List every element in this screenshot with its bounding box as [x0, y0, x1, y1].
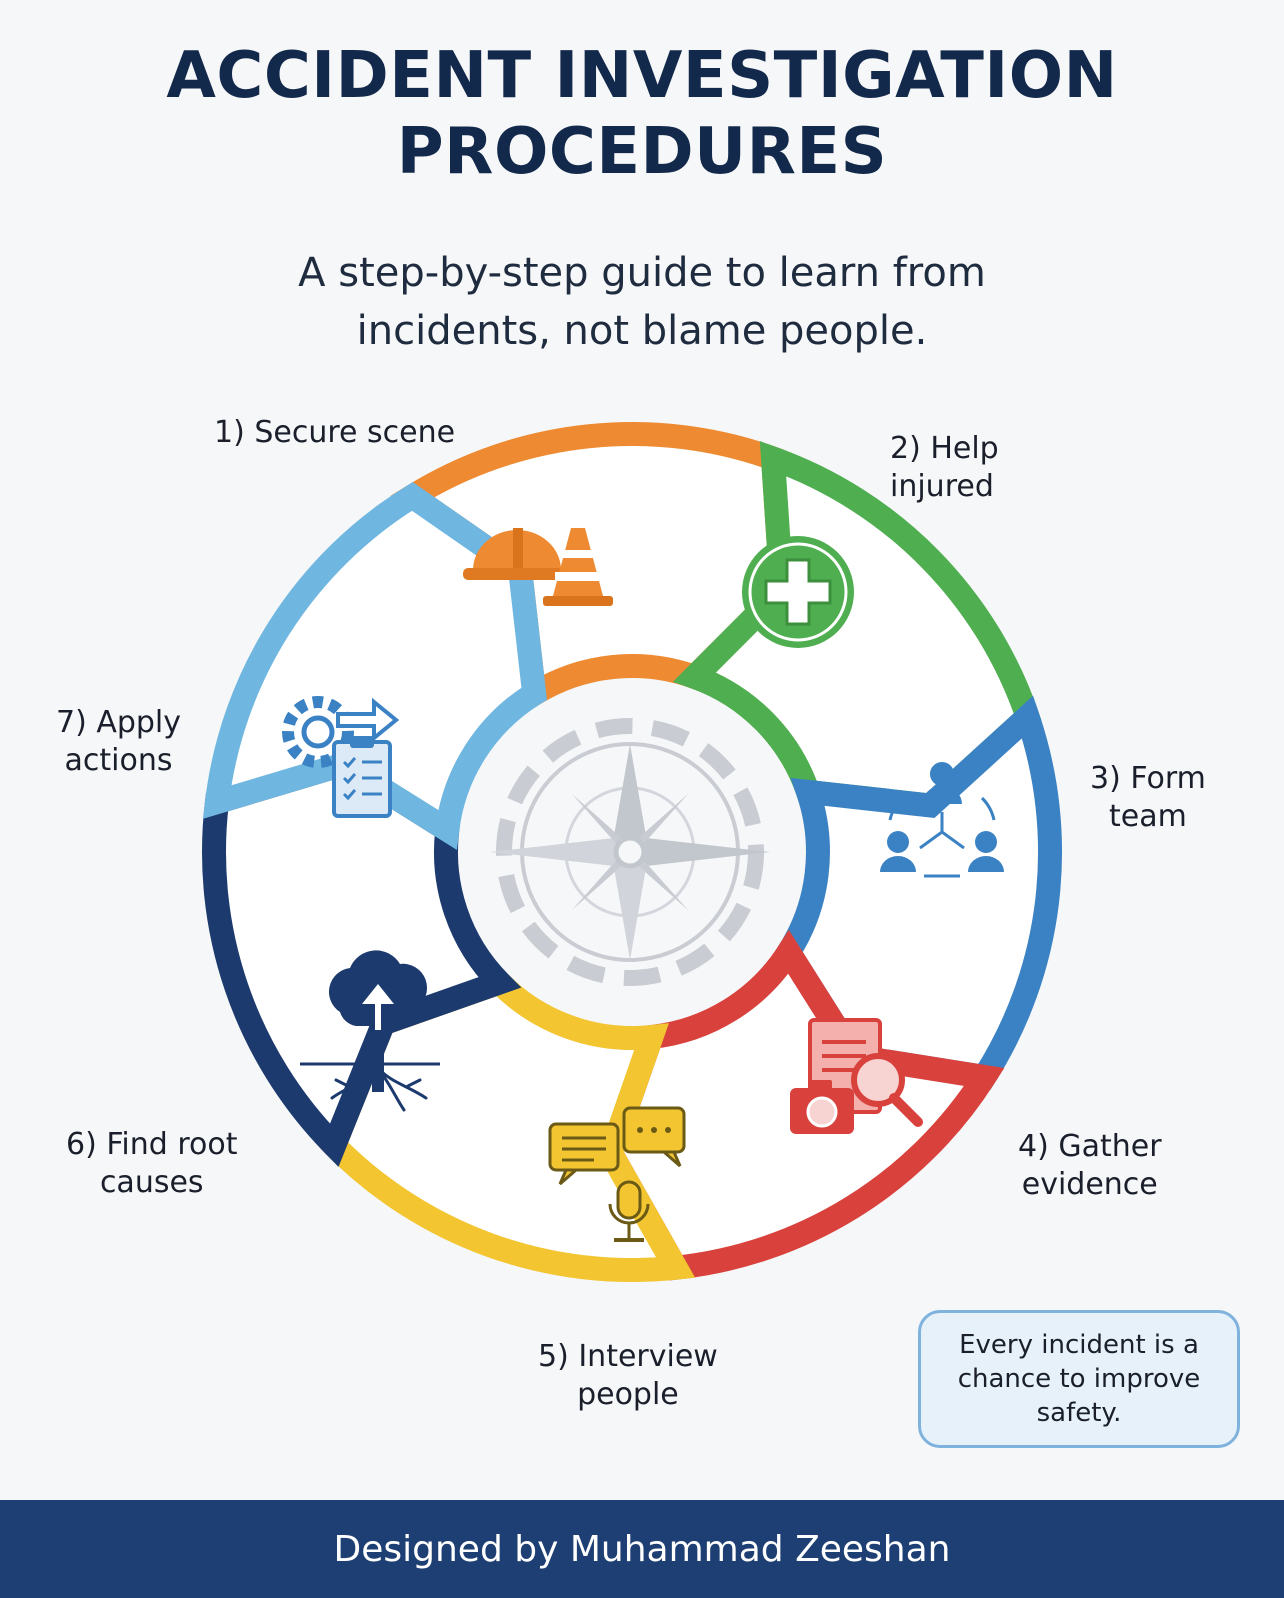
compass-gear-icon: [490, 718, 770, 986]
step-label-secure-scene: 1) Secure scene: [214, 415, 456, 450]
safety-note: Every incident is a chance to improve sa…: [918, 1310, 1240, 1448]
evidence-icon: [790, 1018, 923, 1134]
footer-credit: Designed by Muhammad Zeeshan: [0, 1500, 1284, 1598]
team-icon: [880, 762, 1004, 878]
title-line-1: ACCIDENT INVESTIGATION: [166, 39, 1118, 113]
subtitle-line-2: incidents, not blame people.: [356, 308, 928, 354]
page-subtitle: A step-by-step guide to learn from incid…: [0, 244, 1284, 360]
page-title: ACCIDENT INVESTIGATION PROCEDURES: [0, 38, 1284, 190]
gear-checklist-icon: [282, 696, 400, 818]
cycle-segment-form-team: [774, 695, 1062, 1091]
first-aid-icon: [742, 536, 854, 648]
footer-text: Designed by Muhammad Zeeshan: [333, 1528, 951, 1570]
cycle-segment-interview-people: [320, 968, 696, 1282]
step-label-find-root-causes: 6) Find root causes: [66, 1127, 238, 1200]
title-line-2: PROCEDURES: [396, 115, 888, 189]
cycle-segment-find-root-causes: [202, 751, 522, 1167]
cycle-segment-secure-scene: [390, 422, 795, 714]
step-label-form-team: 3) Form team: [1090, 761, 1206, 834]
subtitle-line-1: A step-by-step guide to learn from: [298, 250, 986, 296]
root-tree-icon: [300, 950, 440, 1112]
step-label-interview-people: 5) Interview people: [538, 1339, 718, 1412]
cycle-segment-help-injured: [672, 441, 1042, 819]
step-label-apply-actions: 7) Apply actions: [56, 705, 182, 778]
hardhat-cone-icon: [463, 528, 613, 606]
interview-icon: [548, 1106, 686, 1242]
step-label-gather-evidence: 4) Gather evidence: [1018, 1129, 1162, 1202]
step-label-help-injured: 2) Help injured: [890, 431, 999, 504]
